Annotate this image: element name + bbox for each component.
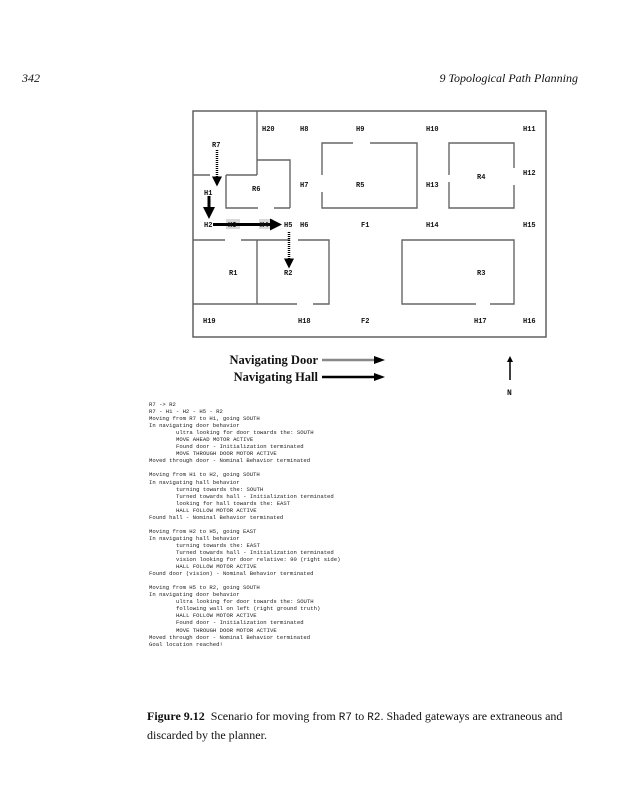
legend-door-label: Navigating Door	[229, 353, 318, 367]
log-line: vision looking for door relative: 90 (ri…	[176, 556, 341, 564]
figure-label: Figure 9.12	[147, 709, 205, 723]
caption-text: . Shaded gateways are extraneous and dis…	[147, 709, 563, 742]
caption-code-goal: R2	[367, 712, 381, 724]
log-line: Moving from R7 to H1, going SOUTH	[149, 415, 260, 423]
node-H4: H4	[260, 222, 268, 230]
node-H16: H16	[523, 318, 536, 326]
log-line: Moving from H1 to H2, going SOUTH	[149, 471, 260, 479]
node-H14: H14	[426, 222, 439, 230]
node-H3: H3	[228, 222, 236, 230]
caption-text: Scenario for moving from	[210, 709, 339, 723]
node-H5: H5	[284, 222, 292, 230]
node-H11: H11	[523, 126, 536, 134]
log-line: R7 -> R2	[149, 401, 176, 408]
node-H1: H1	[204, 190, 212, 198]
node-R4: R4	[477, 174, 485, 182]
node-H2: H2	[204, 222, 212, 230]
legend: Navigating Door Navigating Hall N	[229, 353, 513, 398]
log-line	[149, 464, 340, 471]
node-R5: R5	[356, 182, 364, 190]
log-line: Found door (vision) - Nominal Behavior t…	[149, 570, 314, 578]
map-walls	[192, 110, 547, 338]
log-line: HALL FOLLOW MOTOR ACTIVE	[176, 612, 257, 620]
legend-door-arrowhead	[374, 356, 385, 364]
log-line: In navigating door behavior	[149, 422, 240, 430]
log-line: MOVE THROUGH DOOR MOTOR ACTIVE	[176, 626, 277, 634]
legend-hall-label: Navigating Hall	[234, 370, 319, 384]
log-line: MOVE THROUGH DOOR MOTOR ACTIVE	[176, 450, 277, 458]
node-R6: R6	[252, 186, 260, 194]
path-arrows	[203, 150, 294, 269]
node-H19: H19	[203, 318, 216, 326]
running-title: 9 Topological Path Planning	[439, 71, 578, 85]
node-H17: H17	[474, 318, 487, 326]
node-H12: H12	[523, 170, 536, 178]
log-line: In navigating hall behavior	[149, 478, 240, 486]
node-H10: H10	[426, 126, 439, 134]
log-line: ultra looking for door towards the: SOUT…	[176, 598, 314, 606]
log-line: HALL FOLLOW MOTOR ACTIVE	[176, 563, 257, 571]
page-number: 342	[22, 71, 40, 85]
node-H20: H20	[262, 126, 275, 134]
log-line: Turned towards hall - Initialization ter…	[176, 548, 334, 556]
log-line: Found door - Initialization terminated	[176, 443, 304, 451]
log-line: Moved through door - Nominal Behavior te…	[149, 633, 311, 641]
log-line: turning towards the: SOUTH	[176, 485, 264, 493]
log-line	[149, 521, 340, 528]
figure-caption: Figure 9.12 Scenario for moving from R7 t…	[147, 708, 577, 744]
log-line: following wall on left (right ground tru…	[176, 605, 321, 613]
log-line: In navigating door behavior	[149, 591, 240, 599]
node-R7: R7	[212, 142, 220, 150]
log-line: Moving from H2 to H5, going EAST	[149, 527, 257, 535]
node-F1: F1	[361, 222, 369, 230]
log-line	[149, 577, 340, 584]
node-H18: H18	[298, 318, 311, 326]
node-H8: H8	[300, 126, 308, 134]
log-line: R7 - H1 - H2 - H5 - R2	[149, 408, 223, 416]
node-H7: H7	[300, 182, 308, 190]
node-H15: H15	[523, 222, 536, 230]
node-R3: R3	[477, 270, 485, 278]
log-line: turning towards the: EAST	[176, 541, 260, 549]
log-line: In navigating hall behavior	[149, 534, 240, 542]
log-line: MOVE AHEAD MOTOR ACTIVE	[176, 436, 254, 444]
log-line: Moving from H5 to R2, going SOUTH	[149, 584, 260, 592]
log-line: HALL FOLLOW MOTOR ACTIVE	[176, 506, 257, 514]
log-line: ultra looking for door towards the: SOUT…	[176, 429, 314, 437]
log-line: Found door - Initialization terminated	[176, 619, 304, 627]
log-line: looking for hall towards the: EAST	[176, 499, 291, 507]
log-line: Moved through door - Nominal Behavior te…	[149, 457, 311, 465]
node-F2: F2	[361, 318, 369, 326]
north-arrow-icon	[507, 356, 513, 362]
map-labels: H20 H8 H9 H10 H11 R7 H12 R4 R6 H7 R5 H13…	[203, 126, 536, 326]
north-label: N	[507, 389, 512, 398]
log-line: Goal location reached!	[149, 640, 223, 648]
node-R1: R1	[229, 270, 237, 278]
node-H6: H6	[300, 222, 308, 230]
node-R2: R2	[284, 270, 292, 278]
legend-hall-arrowhead	[374, 373, 385, 381]
caption-code-start: R7	[338, 712, 352, 724]
node-H9: H9	[356, 126, 364, 134]
node-H13: H13	[426, 182, 439, 190]
caption-text: to	[351, 709, 368, 723]
log-line: Found hall - Nominal Behavior terminated	[149, 513, 284, 521]
log-line: Turned towards hall - Initialization ter…	[176, 492, 334, 500]
